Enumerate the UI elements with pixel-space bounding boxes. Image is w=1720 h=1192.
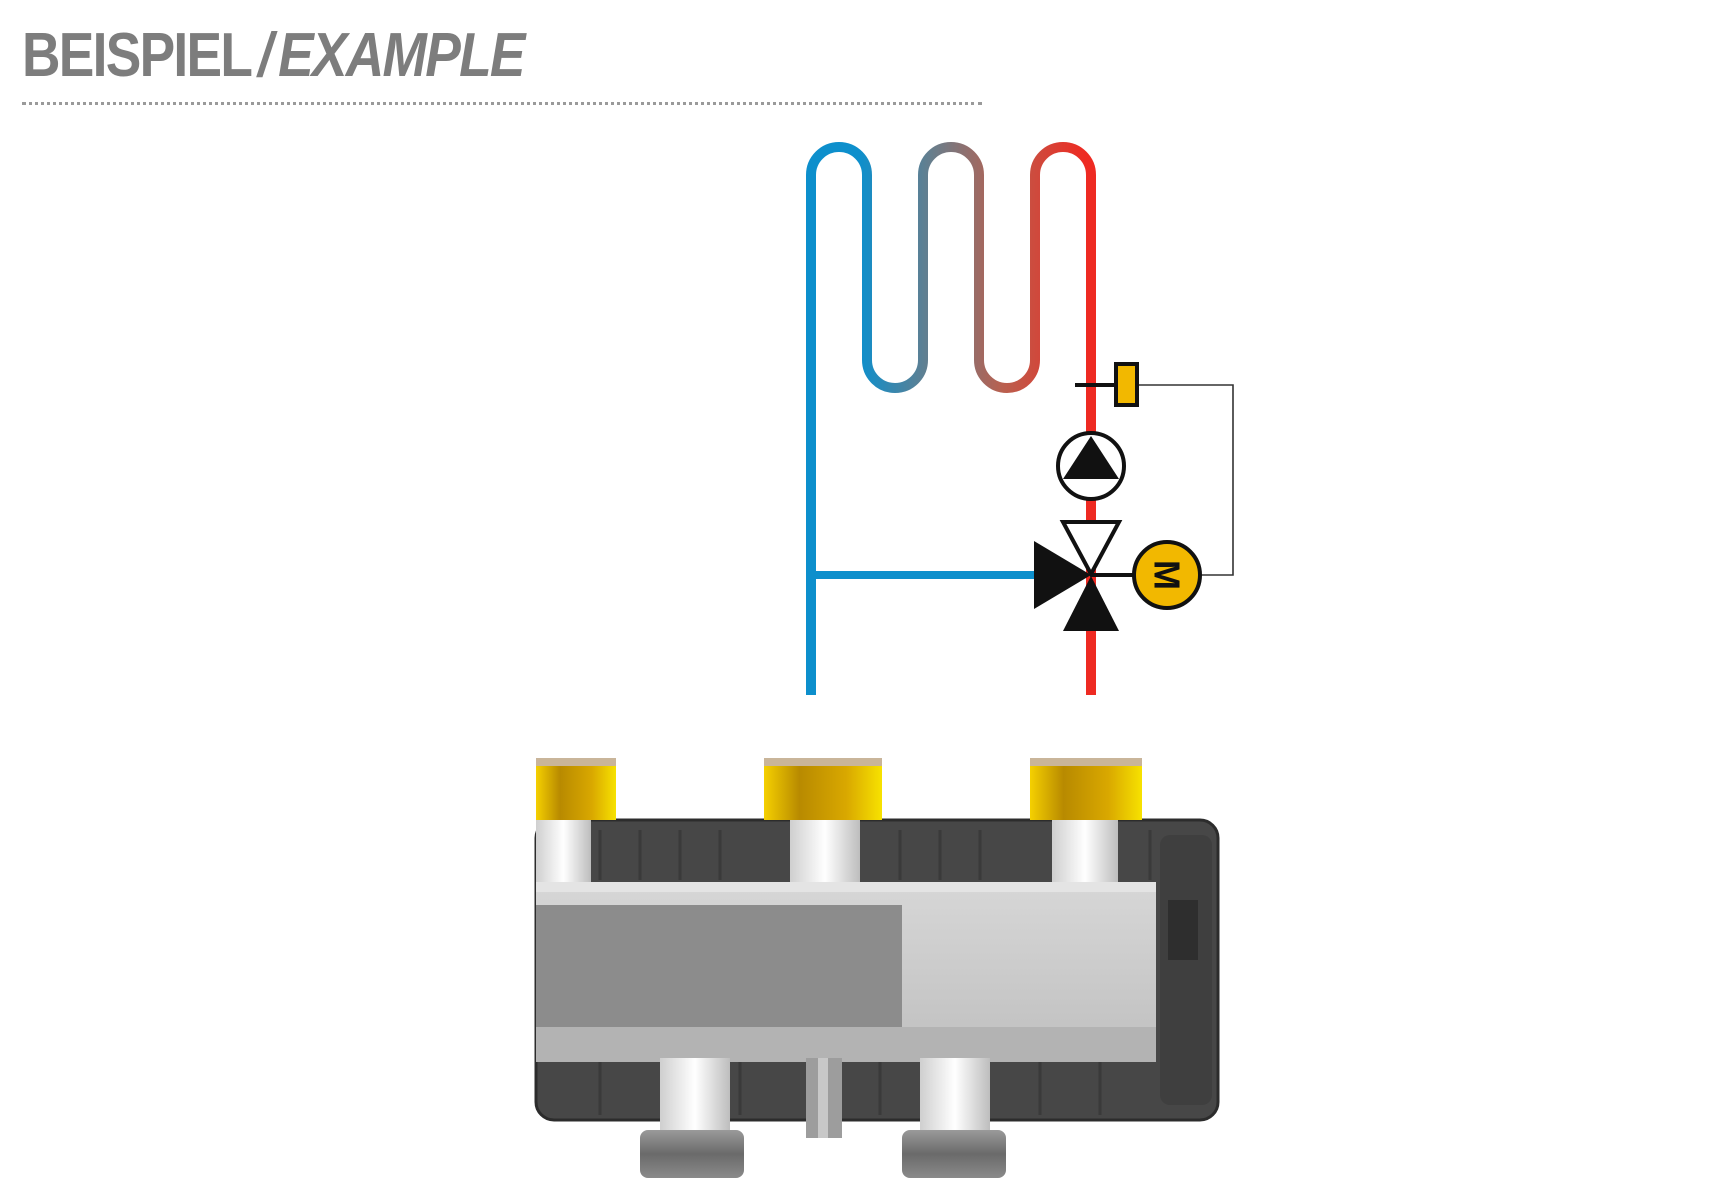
return-line-cold [806,436,1035,695]
title-german: BEISPIEL [22,21,253,90]
page-title: BEISPIEL/EXAMPLE [22,20,848,92]
manifold-product-image [534,758,1220,1178]
three-way-mixing-valve-icon [1034,520,1135,631]
bottom-pipe-stub [660,1058,730,1133]
bottom-pipe-stub [920,1058,990,1133]
brass-nut [764,758,882,820]
brass-nut [536,758,616,820]
temperature-sensor-icon [1075,362,1139,407]
circulation-pump-icon [1056,431,1126,501]
top-pipe-stub [790,815,860,887]
hydraulic-schematic: M [806,142,1234,695]
title-english: EXAMPLE [278,21,525,90]
valve-motor-icon: M [1132,540,1202,610]
manifold-front-panel-dark [536,905,902,1027]
header-dotted-rule [22,102,982,105]
bottom-nut [640,1130,744,1178]
title-separator: / [258,21,273,90]
bottom-nut [902,1130,1006,1178]
top-pipe-stub [1052,815,1118,887]
motor-label: M [1147,560,1188,590]
control-line [1138,384,1234,576]
floor-heating-coil-icon [806,142,1096,440]
page-header: BEISPIEL/EXAMPLE [22,20,982,105]
top-pipe-stub [536,815,591,887]
brass-nut [1030,758,1142,820]
